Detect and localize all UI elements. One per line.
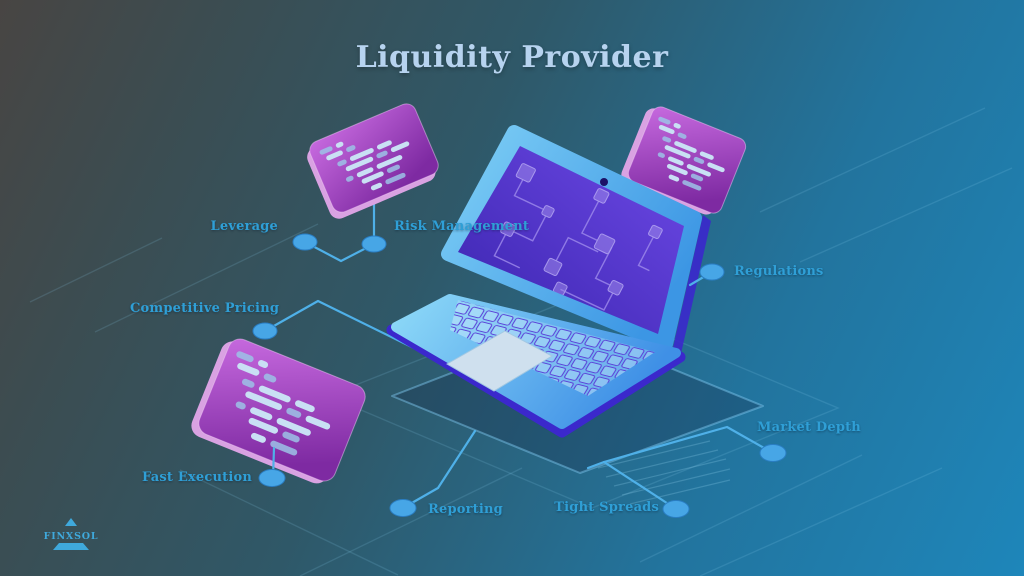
- webcam-dot: [600, 178, 608, 186]
- connectors: [252, 198, 787, 518]
- regulations-card-icon: [621, 106, 747, 215]
- laptop-trackpad: [445, 330, 554, 392]
- feature-label-risk-management: Risk Management: [394, 219, 530, 234]
- risk-management-card-icon: [307, 103, 439, 219]
- connector-reporting: [401, 429, 477, 510]
- risk-management-node-dot: [361, 235, 387, 253]
- feature-label-tight-spreads: Tight Spreads: [554, 500, 659, 515]
- market-depth-node-dot: [759, 444, 787, 462]
- feature-label-fast-execution: Fast Execution: [142, 470, 252, 485]
- tight-spreads-node-dot: [662, 500, 690, 518]
- brand-logo: FINXSOL: [44, 518, 99, 550]
- feature-label-competitive-pricing: Competitive Pricing: [130, 301, 280, 316]
- page-title: Liquidity Provider: [355, 40, 669, 75]
- brand-name: FINXSOL: [44, 531, 99, 542]
- feature-label-regulations: Regulations: [734, 264, 824, 279]
- connector-competitive-pricing: [263, 299, 434, 359]
- regulations-node-dot: [699, 263, 725, 281]
- circuit-pattern-icon: [493, 163, 663, 311]
- connector-market-depth: [602, 425, 775, 464]
- feature-label-reporting: Reporting: [428, 502, 503, 517]
- feature-label-market-depth: Market Depth: [757, 420, 861, 435]
- reporting-node-dot: [389, 499, 417, 517]
- leverage-node-dot: [292, 233, 318, 251]
- laptop-icon: [386, 125, 711, 438]
- feature-label-leverage: Leverage: [210, 219, 278, 234]
- fast-execution-link: [258, 446, 286, 487]
- laptop-screen: [458, 146, 684, 334]
- connector-leverage: [303, 240, 376, 263]
- background-grid-lines: [29, 107, 1013, 576]
- fast-execution-card-icon: [191, 338, 366, 484]
- laptop-screen-edge: [672, 215, 711, 358]
- competitive-pricing-node-dot: [252, 322, 278, 340]
- laptop-keyboard: [450, 300, 655, 396]
- fast-execution-node-dot: [258, 469, 286, 487]
- regulations-node: [688, 263, 725, 287]
- brand-logo-base-icon: [53, 543, 89, 550]
- brand-logo-triangle-icon: [65, 518, 77, 526]
